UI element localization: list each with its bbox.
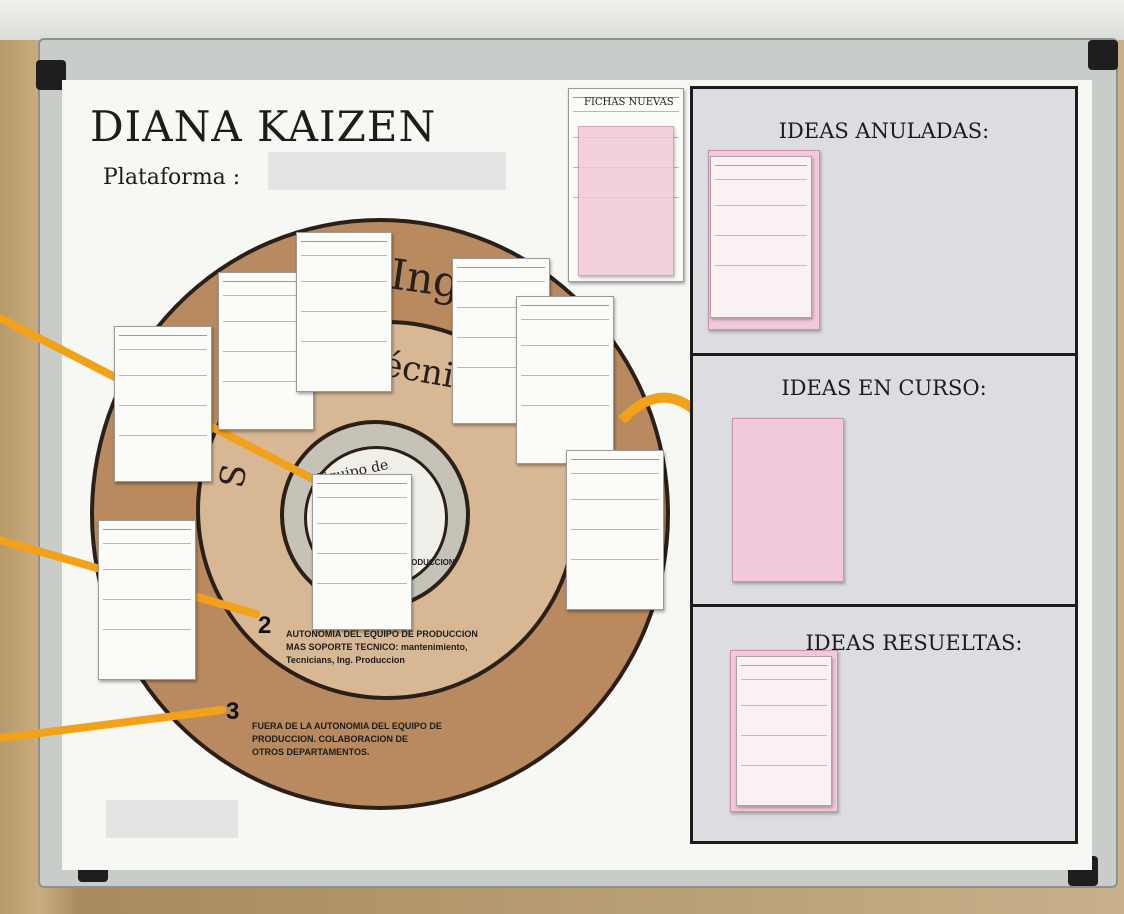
- panel-title: IDEAS EN CURSO:: [781, 376, 987, 400]
- idea-card[interactable]: [566, 450, 664, 610]
- frame-corner: [36, 60, 66, 90]
- pointer-line-3: [0, 706, 226, 742]
- idea-card[interactable]: [312, 474, 412, 630]
- inner-caption: PRODUCCION: [400, 558, 455, 567]
- in-progress-sleeve[interactable]: [732, 418, 844, 582]
- zone-2-description: AUTONOMIA DEL EQUIPO DE PRODUCCION MAS S…: [286, 629, 478, 665]
- idea-card[interactable]: [296, 232, 392, 392]
- board-title: DIANA KAIZEN: [90, 102, 437, 151]
- zone-number-3: 3: [226, 698, 240, 725]
- redacted-platform-value: [268, 152, 506, 190]
- frame-corner: [1088, 40, 1118, 70]
- panel-title: IDEAS ANULADAS:: [778, 119, 990, 143]
- zone-number-2: 2: [258, 612, 272, 639]
- cancelled-idea-card[interactable]: [710, 156, 812, 318]
- zone-3-description: FUERA DE LA AUTONOMIA DEL EQUIPO DE PROD…: [252, 721, 442, 757]
- panel-title: IDEAS RESUELTAS:: [805, 631, 1023, 655]
- redacted-logo: [106, 800, 238, 838]
- wall-top-strip: [0, 0, 1124, 40]
- idea-card[interactable]: [516, 296, 614, 464]
- idea-card[interactable]: [98, 520, 196, 680]
- idea-card[interactable]: [114, 326, 212, 482]
- resolved-idea-card[interactable]: [736, 656, 832, 806]
- platform-label: Plataforma :: [103, 165, 241, 190]
- new-card-sleeve[interactable]: [578, 126, 674, 276]
- new-cards-label: FICHAS NUEVAS: [584, 97, 674, 108]
